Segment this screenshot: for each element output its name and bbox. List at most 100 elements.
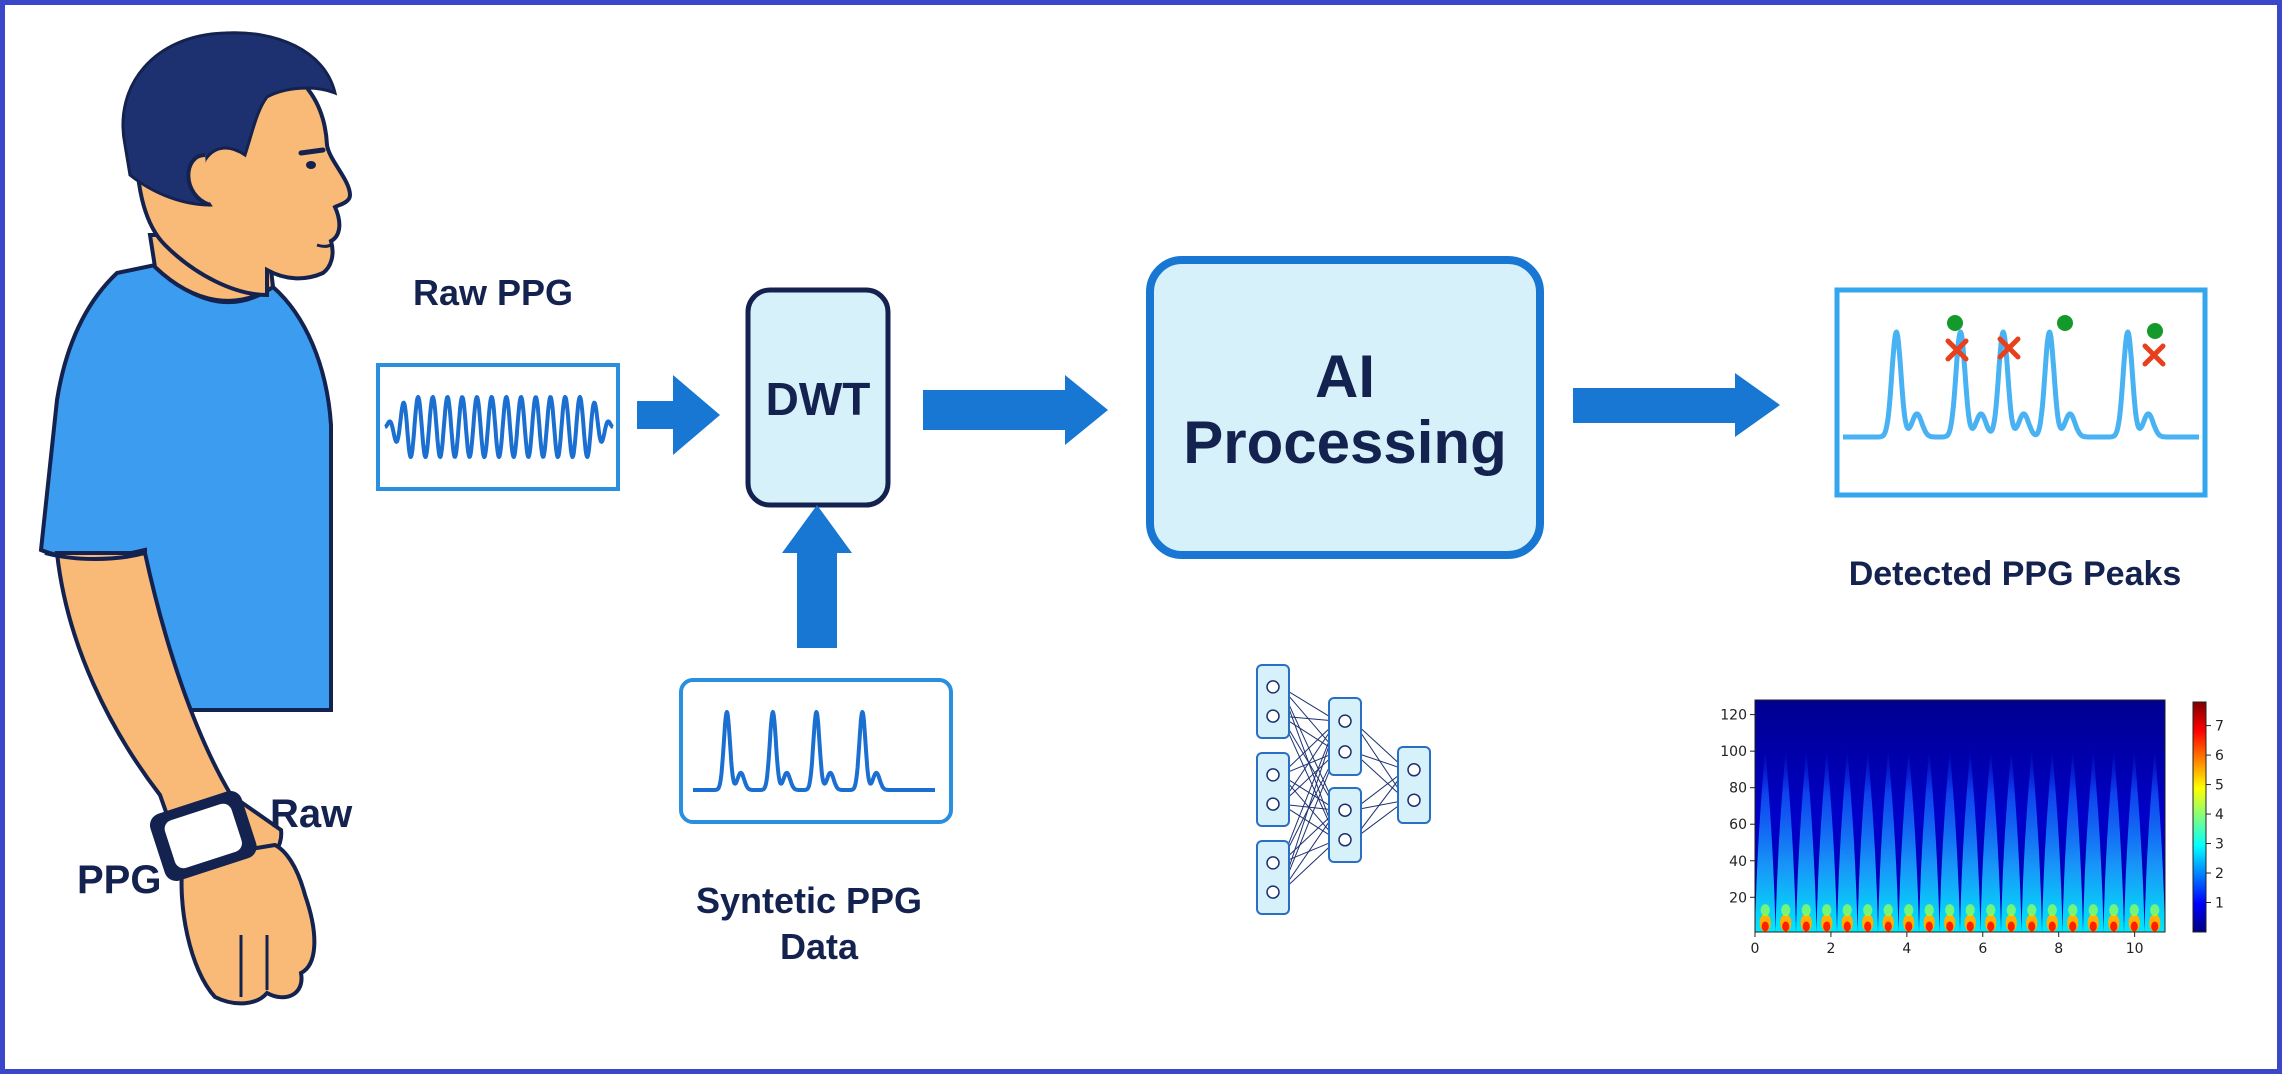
scalogram-plume — [2001, 747, 2022, 932]
scalogram-band — [1965, 904, 1975, 917]
colorbar-tick-label: 3 — [2215, 837, 2224, 853]
ai-processing-label-line2: Processing — [1183, 409, 1506, 476]
nn-node — [1266, 680, 1280, 694]
eye — [306, 161, 316, 169]
synthetic-ppg-label-line1: Syntetic PPG — [696, 880, 922, 921]
mouth — [316, 243, 332, 248]
x-tick-label: 0 — [1751, 941, 1760, 957]
nn-connection — [1280, 751, 1338, 805]
nn-node — [1266, 768, 1280, 782]
x-tick-label: 8 — [2054, 941, 2063, 957]
scalogram-band — [2027, 904, 2037, 917]
arrow-ai-to-peaks — [1573, 373, 1780, 437]
colorbar-tick-label: 5 — [2215, 778, 2224, 794]
scalogram-band — [1883, 904, 1893, 917]
scalogram-hotspot-core — [1966, 921, 1974, 932]
neural-network-icon — [1256, 664, 1431, 915]
eyebrow — [298, 147, 326, 156]
colorbar-tick-label: 1 — [2215, 896, 2224, 912]
scalogram-hotspot-core — [2048, 921, 2056, 932]
scalogram-hotspot-core — [2110, 921, 2118, 932]
nn-layer-block — [1328, 787, 1362, 863]
scalogram-band — [2068, 904, 2078, 917]
scalogram-plume — [2062, 747, 2083, 932]
scalogram-plume — [1878, 747, 1899, 932]
nn-node — [1266, 797, 1280, 811]
nn-node — [1407, 763, 1421, 777]
synthetic-ppg-waveform — [691, 710, 937, 792]
peak-markers — [1945, 315, 2166, 367]
scalogram-band — [1822, 904, 1832, 917]
x-tick-label: 6 — [1978, 941, 1987, 957]
scalogram-band — [2109, 904, 2119, 917]
scalogram-band — [1801, 904, 1811, 917]
scalogram-hotspot-core — [1843, 921, 1851, 932]
scalogram-plume — [1960, 747, 1981, 932]
nn-node — [1266, 709, 1280, 723]
scalogram-band — [1863, 904, 1873, 917]
x-tick-label: 2 — [1826, 941, 1835, 957]
smartwatch-icon — [149, 790, 257, 881]
y-tick-label: 60 — [1729, 817, 1747, 833]
ear — [186, 153, 211, 207]
colorbar — [2192, 701, 2207, 933]
nn-node — [1338, 745, 1352, 759]
peak-dot-2 — [2057, 315, 2073, 331]
peak-dot-1 — [1947, 315, 1963, 331]
scalogram-band — [2129, 904, 2139, 917]
scalogram-hotspot-core — [1782, 921, 1790, 932]
nn-connection — [1280, 720, 1338, 805]
scalogram-plume — [1775, 747, 1796, 932]
scalogram-plume — [2042, 747, 2063, 932]
raw-ppg-label: Raw PPG — [413, 272, 573, 313]
detected-peaks-waveform — [1841, 329, 2201, 440]
scalogram-band — [1781, 904, 1791, 917]
colorbar-tick-label: 7 — [2215, 719, 2224, 735]
scalogram-hotspot-core — [2151, 921, 2159, 932]
nn-connection — [1280, 839, 1338, 893]
finger-lines — [239, 935, 269, 997]
nn-layer-block — [1256, 840, 1290, 915]
scalogram-hotspot-core — [1987, 921, 1995, 932]
watch-ppg-label: PPG — [77, 858, 161, 902]
heatmap-background — [1755, 700, 2165, 932]
scalogram-hotspot-core — [2007, 921, 2015, 932]
nn-layer-block — [1256, 752, 1290, 827]
nn-layer-block — [1397, 746, 1431, 824]
nn-layer-block — [1256, 664, 1290, 739]
scalogram-plume — [1857, 747, 1878, 932]
scalogram-plume — [2103, 747, 2124, 932]
nn-node — [1338, 714, 1352, 728]
colorbar-tick-label: 6 — [2215, 748, 2224, 764]
scalogram-band — [1986, 904, 1996, 917]
detected-peaks-box — [1834, 287, 2208, 498]
scalogram-hotspot-core — [1946, 921, 1954, 932]
scalogram-plume — [1919, 747, 1940, 932]
scalogram-hotspot-core — [2130, 921, 2138, 932]
nn-connection — [1280, 720, 1338, 893]
scalogram-hotspot-core — [2089, 921, 2097, 932]
hand — [179, 842, 317, 1006]
nn-connection — [1280, 751, 1338, 893]
dwt-box — [745, 287, 891, 508]
peak-dot-3 — [2147, 323, 2163, 339]
scalogram-band — [1760, 904, 1770, 917]
diagram-canvas: Raw PPG Raw PPG DWT Syntetic PPG Data AI… — [38, 31, 2224, 1006]
ai-processing-box — [1146, 256, 1544, 559]
nn-connection — [1280, 809, 1338, 864]
scalogram-hotspot-core — [2069, 921, 2077, 932]
scalogram-plume — [2144, 747, 2165, 932]
scalogram-plume — [1939, 747, 1960, 932]
scalogram-plume — [1755, 747, 1776, 932]
scalogram-plume — [1898, 747, 1919, 932]
peak-cross-2 — [1997, 336, 2021, 360]
detected-peaks-label: Detected PPG Peaks — [1849, 555, 2182, 593]
x-tick-label: 10 — [2126, 941, 2144, 957]
peak-cross-3 — [2142, 343, 2166, 367]
scalogram-hotspot-core — [2028, 921, 2036, 932]
nn-connection — [1280, 720, 1338, 776]
nn-node — [1338, 833, 1352, 847]
scalogram-band — [2088, 904, 2098, 917]
y-tick-label: 20 — [1729, 890, 1747, 906]
